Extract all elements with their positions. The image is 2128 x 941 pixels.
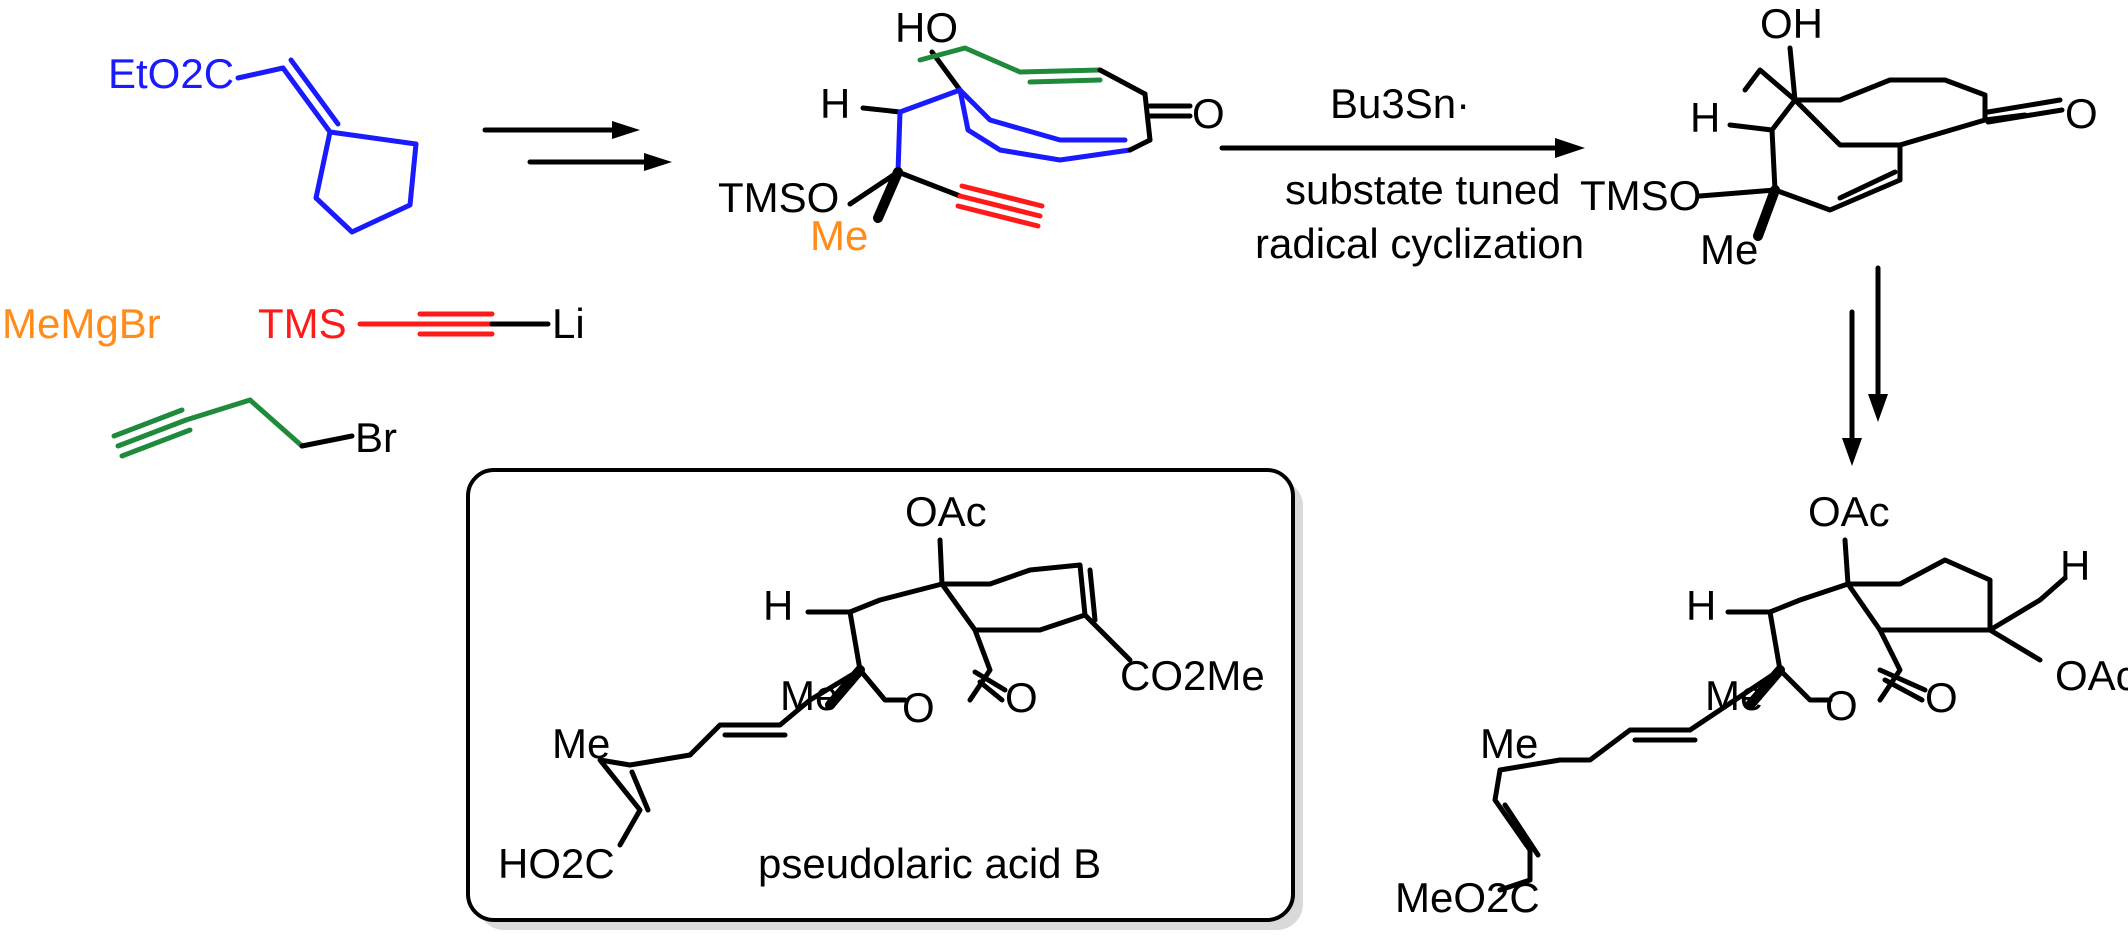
int2-oh: OH: [1760, 0, 1823, 47]
target-carbonyl-o: O: [1005, 674, 1038, 721]
target-lactone-o: O: [902, 684, 935, 731]
intermediate-2: OH H TMSO Me O: [1580, 0, 2098, 273]
int1-ketone-o: O: [1192, 90, 1225, 137]
butynyl-bromide: [111, 397, 355, 459]
reagents-list: MeMgBr TMS Li Br: [2, 300, 585, 461]
bromide-label: Br: [355, 414, 397, 461]
int2-ketone-o: O: [2065, 90, 2098, 137]
acetylide-li: Li: [552, 300, 585, 347]
int2-me: Me: [1700, 226, 1758, 273]
pseudolaric-acid-b: OAc H Me O O CO2Me Me HO2C pseudolaric a…: [498, 488, 1265, 887]
conditions-line-1: substate tuned: [1285, 166, 1561, 213]
ester-label: EtO2C: [108, 50, 234, 97]
int1-tmso: TMSO: [718, 174, 839, 221]
target-h: H: [763, 582, 793, 629]
int3-oac-top: OAc: [1808, 488, 1890, 535]
target-me-ring: Me: [780, 672, 838, 719]
int2-h: H: [1690, 94, 1720, 141]
int3-h-right: H: [2060, 542, 2090, 589]
int3-ester: MeO2C: [1395, 874, 1540, 921]
tin-reagent: Bu3Sn·: [1330, 80, 1470, 127]
int2-tmso: TMSO: [1580, 172, 1701, 219]
target-name: pseudolaric acid B: [758, 840, 1101, 887]
target-oac: OAc: [905, 488, 987, 535]
int3-me-chain: Me: [1480, 720, 1538, 767]
target-ester-right: CO2Me: [1120, 652, 1265, 699]
intermediate-1: HO H TMSO Me O: [718, 4, 1225, 259]
int1-me: Me: [810, 212, 868, 259]
acetylide-tms: TMS: [258, 300, 347, 347]
conditions-line-2: radical cyclization: [1255, 220, 1584, 267]
int3-lactone-o: O: [1825, 682, 1858, 729]
cyclization-arrow: Bu3Sn· substate tuned radical cyclizatio…: [1219, 80, 1585, 267]
int3-carbonyl-o: O: [1925, 674, 1958, 721]
int1-oh: HO: [895, 4, 958, 51]
multistep-down-arrows: [1842, 265, 1888, 466]
int3-h-left: H: [1686, 582, 1716, 629]
int1-h: H: [820, 80, 850, 127]
int3-oac-right: OAc: [2055, 652, 2128, 699]
multistep-arrows: [482, 121, 672, 171]
grignard-reagent: MeMgBr: [2, 300, 161, 347]
target-acid: HO2C: [498, 840, 615, 887]
starting-material-ester: EtO2C: [108, 50, 419, 235]
intermediate-3: OAc H H OAc Me O O Me MeO2C: [1395, 488, 2128, 921]
